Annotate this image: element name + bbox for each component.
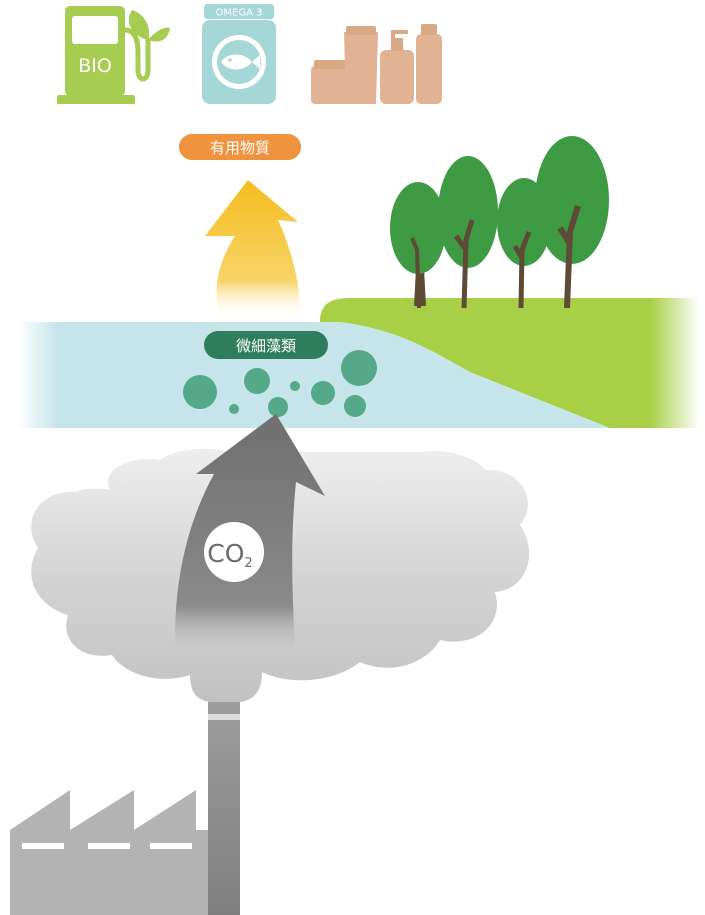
- cosmetics-icon: [311, 24, 442, 104]
- up-arrow-icon: [205, 180, 301, 320]
- useful-substances-badge: 有用物質: [179, 134, 301, 160]
- fish-icon: [221, 54, 252, 70]
- algae-dot: [290, 381, 300, 391]
- factory-icon: [10, 790, 208, 915]
- land: [320, 298, 650, 428]
- tree-icon: [535, 136, 609, 309]
- algae-dot: [344, 395, 366, 417]
- useful-substances-label: 有用物質: [210, 139, 270, 157]
- tree-icon: [390, 182, 446, 309]
- algae-dot: [341, 350, 377, 386]
- microalgae-label: 微細藻類: [236, 337, 296, 355]
- svg-text:CO2: CO2: [207, 539, 252, 571]
- algae-dot: [183, 375, 217, 409]
- algae-dot: [268, 397, 288, 417]
- algae-dot: [244, 368, 270, 394]
- land-fade-right: [650, 298, 700, 428]
- algae-dot: [311, 381, 335, 405]
- omega3-label: OMEGA 3: [216, 8, 263, 19]
- leaf-icon: [128, 10, 150, 40]
- chimney-icon: [208, 702, 240, 915]
- algae-dots: [183, 350, 377, 417]
- co2-badge: CO2: [204, 522, 264, 582]
- microalgae-badge: 微細藻類: [204, 331, 328, 359]
- bio-fuel-icon: BIO: [57, 6, 170, 104]
- tree-icon: [438, 156, 498, 309]
- bio-label: BIO: [78, 55, 112, 77]
- algae-dot: [229, 404, 239, 414]
- water-fade-left: [18, 322, 58, 428]
- co2-subscript: 2: [244, 556, 252, 571]
- co2-label: CO: [207, 539, 244, 568]
- omega3-jar-icon: OMEGA 3: [202, 4, 276, 104]
